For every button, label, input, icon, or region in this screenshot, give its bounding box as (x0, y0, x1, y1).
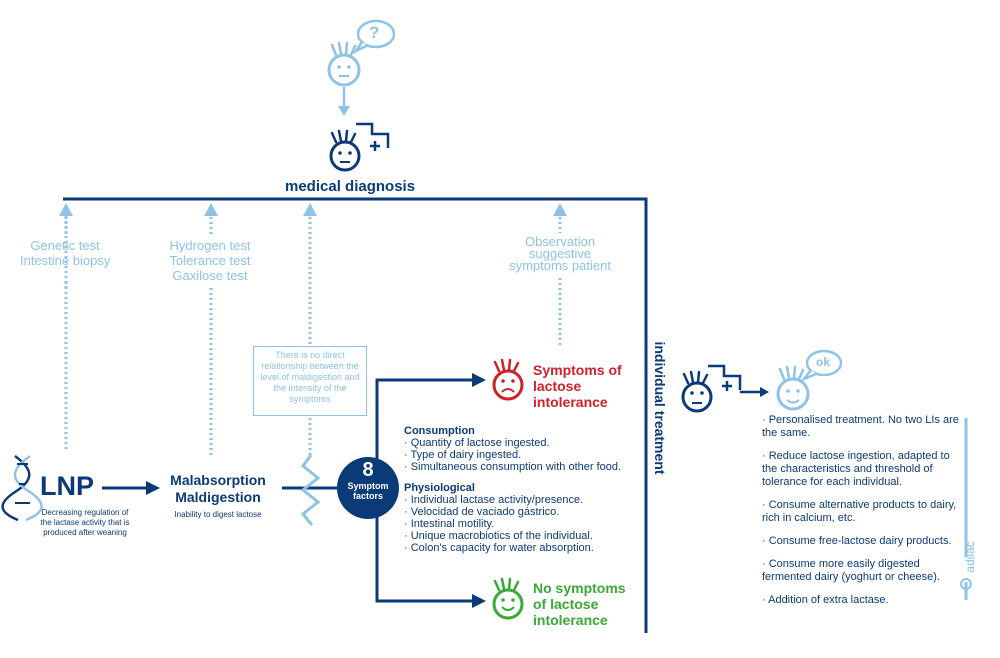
recommendation-item: · Reduce lactose ingestion, adapted to t… (762, 450, 950, 488)
doctor-icon (329, 122, 390, 172)
recommendation-item: · Personalised treatment. No two LIs are… (762, 414, 959, 439)
diagnosis-frame-line (63, 197, 648, 633)
lnp-title: LNP (40, 471, 94, 501)
consumption-heading: Consumption (404, 425, 475, 437)
branch-to-symptoms (375, 378, 475, 462)
medical-diagnosis-title: medical diagnosis (285, 178, 416, 195)
hydrogen-test-line-3: Gaxilose test (172, 268, 248, 283)
no-symptoms-line-3: intolerance (533, 612, 608, 628)
lnp-caption: Decreasing regulation of the lactase act… (30, 508, 140, 538)
hydrogen-test-line-1: Hydrogen test (169, 238, 251, 253)
recommendation-item: · Consume more easily digested fermented… (762, 558, 940, 583)
factors-number: 8 (362, 459, 374, 481)
recommendation-item: · Consume alternative products to dairy,… (762, 499, 957, 524)
symptoms-arrowhead (472, 373, 486, 387)
observation-line-2: suggestive (528, 246, 592, 261)
malabsorption-line-2: Maldigestion (175, 489, 261, 505)
malabsorption-title: Malabsorption Maldigestion (158, 472, 278, 506)
factors-line-2: factors (352, 491, 383, 501)
physiological-heading: Physiological (404, 482, 475, 494)
symptoms-line-1: Symptoms of (533, 362, 622, 378)
branch-to-no-symptoms (375, 515, 475, 603)
recommendations-list: · Personalised treatment. No two LIs are… (762, 414, 962, 607)
zigzag-break (300, 454, 321, 526)
physiological-item: · Individual lactase activity/presence. (404, 494, 584, 506)
factors-circle (337, 457, 399, 519)
observation-line-1: Observation (524, 234, 596, 249)
factors-line-1: Symptom (347, 481, 389, 491)
malabsorption-line-1: Malabsorption (170, 472, 266, 488)
consumption-item: · Quantity of lactose ingested. (404, 437, 550, 449)
individual-treatment-label: individual treatment (652, 341, 668, 475)
physiological-item: · Colon's capacity for water absorption. (404, 542, 594, 554)
logo-mark (960, 578, 972, 590)
lnp-arrowhead (146, 481, 160, 495)
hydrogen-test-line-2: Tolerance test (169, 253, 251, 268)
genetic-test-line-2: Intestine biopsy (20, 253, 111, 268)
genetic-test-line-1: Genetic test (30, 238, 100, 253)
consumption-item: · Type of dairy ingested. (404, 449, 522, 461)
lnp-caption-line-2: the lactase activity that is (40, 518, 130, 527)
adilac-logo: adilac (963, 541, 977, 573)
consumption-block: Consumption · Quantity of lactose ingest… (404, 425, 621, 473)
lnp-caption-line-1: Decreasing regulation of (41, 508, 129, 517)
physiological-item: · Unique macrobiotics of the individual. (404, 530, 593, 542)
observation-label: Observation suggestive symptoms patient (500, 234, 620, 273)
recommendation-item: · Addition of extra lactase. (762, 594, 889, 606)
factors-label: 8 Symptom factors (337, 459, 399, 501)
no-symptoms-arrowhead (472, 594, 486, 608)
hydrogen-test-label: Hydrogen test Tolerance test Gaxilose te… (160, 238, 260, 283)
maldigestion-note: There is no direct relationship between … (253, 346, 367, 416)
treatment-arrowhead (760, 387, 769, 397)
recommendation-item: · Consume free-lactose dairy products. (762, 535, 952, 547)
genetic-test-label: Genetic test Intestine biopsy (20, 238, 110, 268)
malabsorption-caption: Inability to digest lactose (174, 510, 262, 519)
physiological-item: · Velocidad de vaciado gástrico. (404, 506, 560, 518)
physiological-item: · Intestinal motility. (404, 518, 495, 530)
happy-face-icon (492, 577, 524, 620)
consumption-item: · Simultaneous consumption with other fo… (404, 461, 622, 473)
sad-face-icon (492, 358, 524, 401)
symptoms-line-2: lactose (533, 378, 582, 394)
no-symptoms-line-1: No symptoms (533, 580, 626, 596)
ok-label: ok (816, 355, 831, 369)
lnp-caption-line-3: produced after weaning (43, 528, 127, 537)
no-symptoms-outcome: No symptoms of lactose intolerance (533, 580, 626, 628)
test-arrowheads (59, 203, 567, 216)
physiological-block: Physiological · Individual lactase activ… (404, 482, 594, 554)
symptoms-outcome: Symptoms of lactose intolerance (533, 362, 622, 410)
observation-line-3: symptoms patient (509, 258, 611, 273)
test-arrows (64, 212, 562, 458)
dna-icon (1, 454, 43, 522)
symptoms-line-3: intolerance (533, 394, 608, 410)
question-mark: ? (369, 23, 380, 42)
ok-patient-icon (776, 349, 843, 411)
no-symptoms-line-2: of lactose (533, 596, 599, 612)
treatment-doctor-icon (681, 364, 742, 413)
patient-question-icon (327, 19, 396, 87)
patient-to-doctor-arrowhead (338, 106, 350, 116)
